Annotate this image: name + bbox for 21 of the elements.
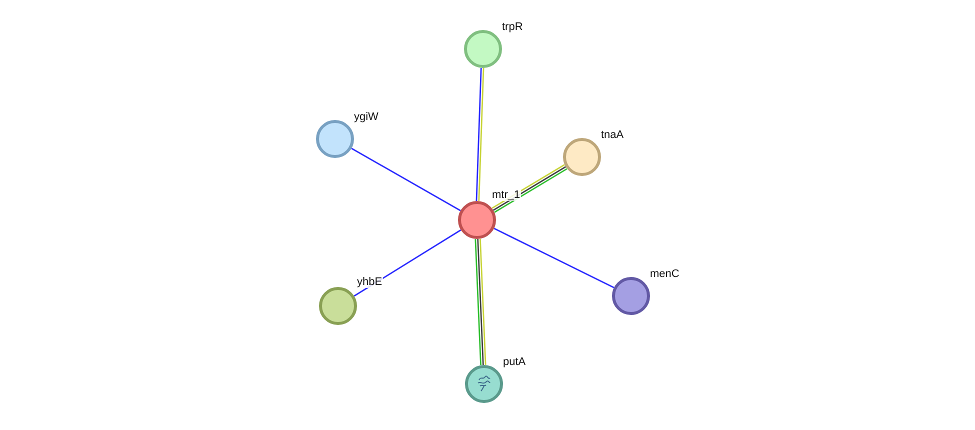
interaction-line (477, 238, 484, 366)
protein-name: ygiW (353, 111, 380, 123)
interaction-line (494, 228, 614, 288)
protein-node (563, 138, 601, 176)
protein-name: yhbE (356, 276, 384, 288)
interaction-line (478, 68, 484, 202)
protein-node (464, 30, 502, 68)
protein-node (319, 287, 357, 325)
protein-node (458, 201, 496, 239)
protein-name: putA (502, 356, 527, 368)
protein-node (316, 120, 354, 158)
protein-node (465, 365, 503, 403)
protein-name: mtr_1 (491, 189, 522, 201)
interaction-line (476, 68, 482, 201)
interaction-line (351, 148, 461, 212)
protein-node (612, 277, 650, 315)
protein-name: menC (649, 268, 680, 280)
protein-name: trpR (501, 21, 524, 33)
protein-name: tnaA (600, 129, 625, 141)
interaction-line (480, 238, 486, 365)
interaction-line (474, 239, 482, 366)
